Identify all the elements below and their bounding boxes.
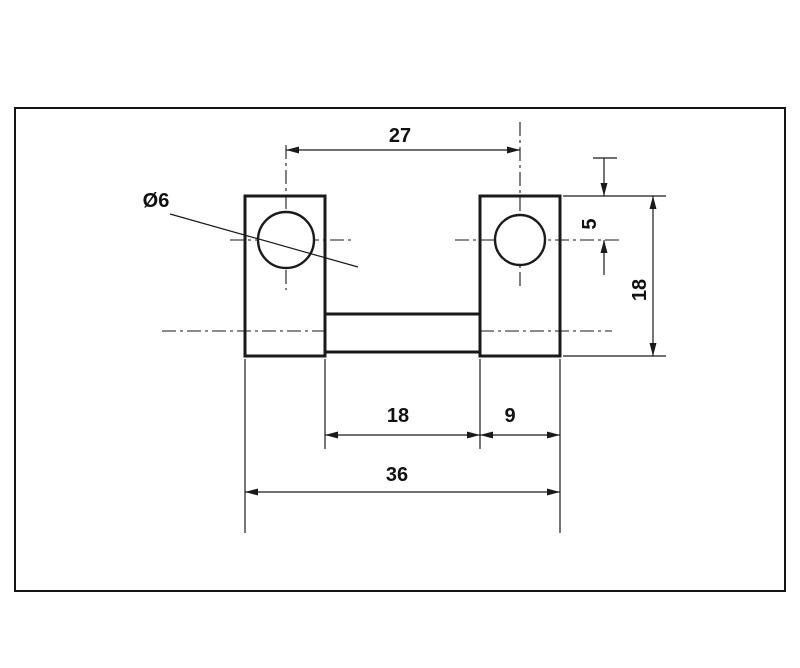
dim-tab-height-label: 18 [629,279,651,301]
drawing-border [14,107,786,592]
dim-hole-spacing-label: 27 [389,125,411,147]
crossbar-hatched-section [323,312,482,354]
dim-overall-width-label: 36 [386,464,408,486]
dim-inner-gap-label: 18 [387,405,409,427]
hole-diameter-leader-line [169,213,359,268]
dim-right-tab-width-label: 9 [504,405,515,427]
left-hole [256,210,316,270]
hole-diameter-label: Ø6 [143,190,170,212]
dim-hole-offset-label: 5 [579,218,601,229]
right-hole [493,213,547,267]
